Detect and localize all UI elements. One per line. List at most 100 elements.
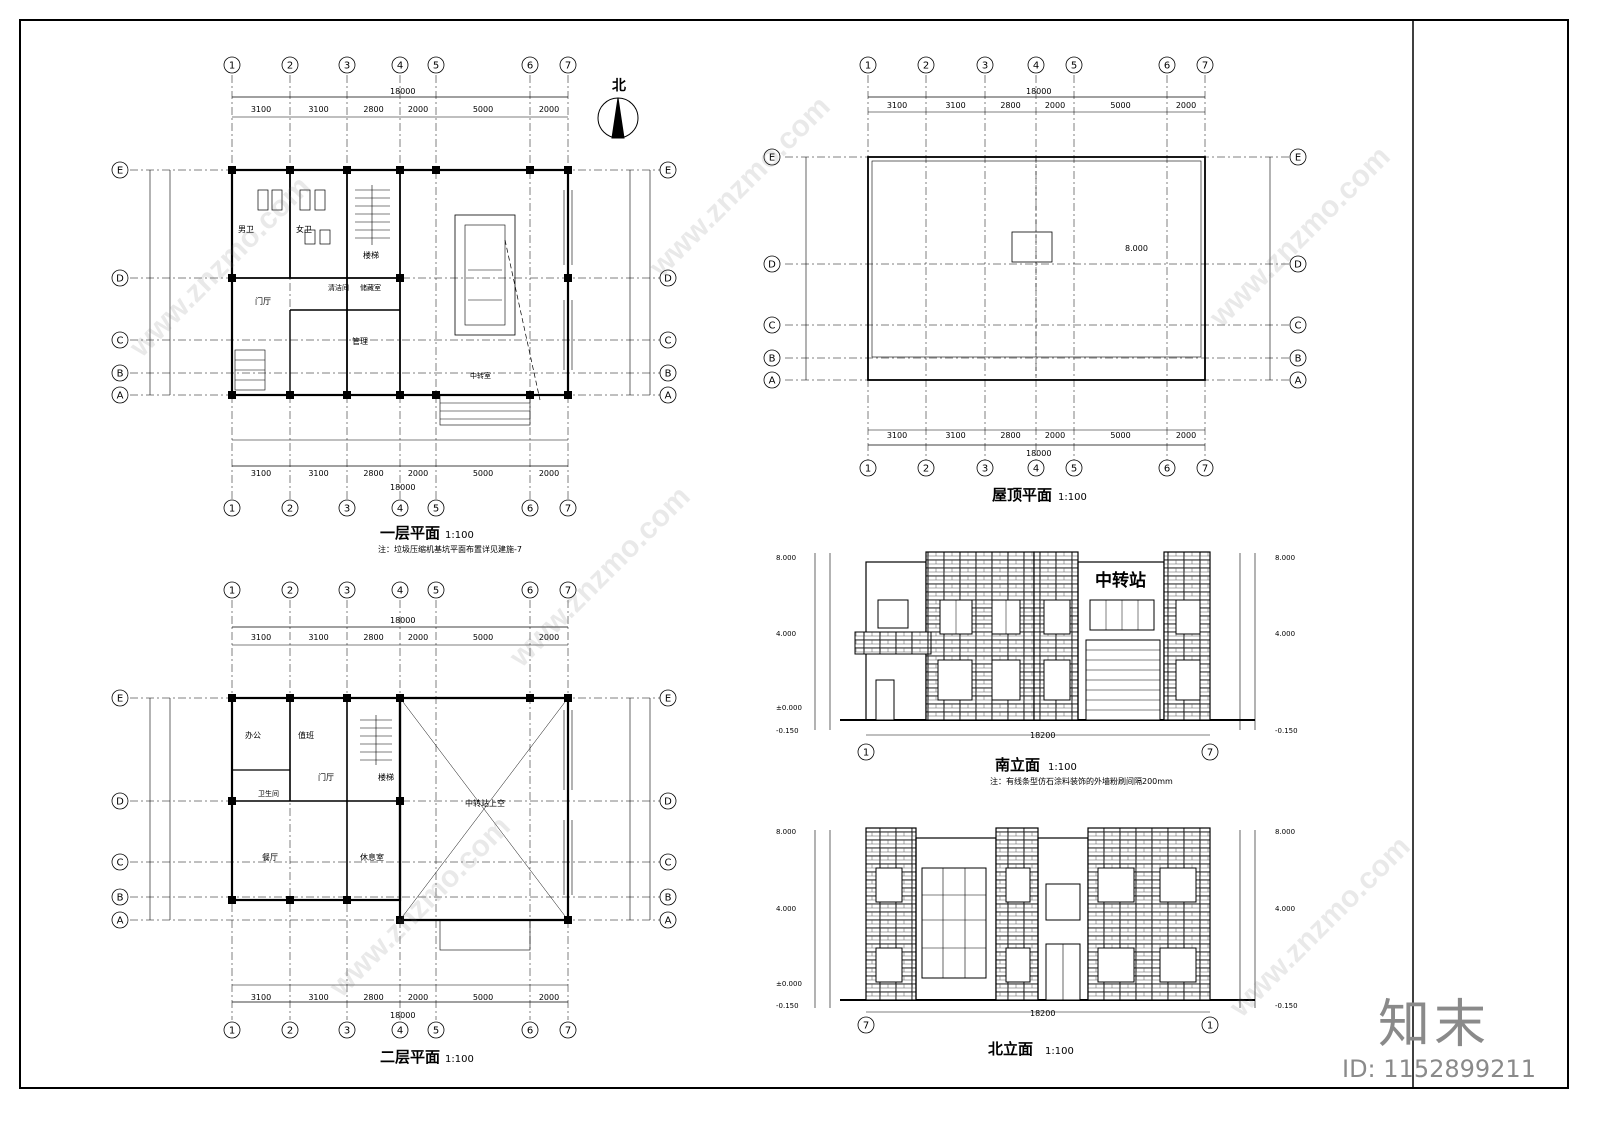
- axis-bubble: [763, 371, 781, 389]
- north-arrow-label: 北: [612, 78, 626, 94]
- south-elevation-width: 18200: [1030, 731, 1055, 740]
- south-elevation: [814, 551, 1256, 736]
- first-floor-total-dim: 18000: [390, 87, 415, 96]
- axis-bubble: [559, 1021, 577, 1039]
- sheet-border: [19, 19, 1569, 1089]
- axis-label: 6: [527, 586, 533, 597]
- axis-label: 4: [397, 504, 403, 515]
- south-elevation-title: 南立面: [995, 756, 1040, 774]
- dimension-text: 3100: [308, 469, 328, 478]
- dimension-text: 2000: [408, 633, 428, 642]
- dimension-text: 3100: [887, 101, 907, 110]
- room-label: 卫生间: [258, 789, 279, 798]
- axis-label: 4: [1033, 61, 1039, 72]
- axis-bubble: [223, 499, 241, 517]
- axis-label: C: [117, 336, 124, 347]
- axis-bubble: [338, 499, 356, 517]
- north-elevation: [814, 827, 1256, 1013]
- dimension-text: 3100: [308, 633, 328, 642]
- axis-label: B: [117, 893, 124, 904]
- axis-bubble: [763, 255, 781, 273]
- room-label: 清洁间: [328, 283, 349, 292]
- axis-label: A: [117, 391, 124, 402]
- second-floor-total-dim-bottom: 18000: [390, 1011, 415, 1020]
- roof-plan: [785, 75, 1290, 460]
- axis-label: 7: [863, 1021, 869, 1032]
- axis-label: E: [665, 694, 671, 705]
- axis-label: 7: [565, 586, 571, 597]
- axis-bubble: [521, 499, 539, 517]
- axis-bubble: [659, 911, 677, 929]
- dimension-text: 2000: [539, 105, 559, 114]
- dimension-text: 2800: [363, 469, 383, 478]
- first-floor-plan: [130, 75, 670, 500]
- axis-label: 6: [1164, 464, 1170, 475]
- axis-label: 3: [344, 586, 350, 597]
- axis-label: 5: [433, 61, 439, 72]
- axis-bubble: [659, 689, 677, 707]
- axis-bubble: [1289, 255, 1307, 273]
- axis-bubbles: 1111222233334444555566667777112233445566…: [111, 56, 1307, 1039]
- axis-label: D: [664, 797, 672, 808]
- axis-label: A: [665, 916, 672, 927]
- axis-label: 5: [433, 586, 439, 597]
- axis-label: 5: [433, 504, 439, 515]
- dimension-text: 3100: [251, 633, 271, 642]
- axis-label: 1: [229, 586, 235, 597]
- axis-label: 7: [565, 61, 571, 72]
- axis-label: 2: [923, 61, 929, 72]
- axis-bubble: [111, 792, 129, 810]
- axis-label: C: [665, 858, 672, 869]
- axis-bubble: [1196, 459, 1214, 477]
- axis-bubble: [1158, 459, 1176, 477]
- dimension-text: 5000: [473, 105, 493, 114]
- axis-bubble: [338, 1021, 356, 1039]
- axis-bubble: [1158, 56, 1176, 74]
- axis-bubble: [763, 349, 781, 367]
- dimension-text: 2800: [363, 633, 383, 642]
- axis-bubble: [1027, 459, 1045, 477]
- axis-label: C: [769, 321, 776, 332]
- level-mark: -0.150: [776, 727, 799, 735]
- axis-bubble: [521, 1021, 539, 1039]
- axis-bubble: [559, 56, 577, 74]
- axis-bubble: [917, 459, 935, 477]
- axis-bubble: [1201, 743, 1219, 761]
- dimension-text: 5000: [473, 633, 493, 642]
- dimension-text: 5000: [1110, 431, 1130, 440]
- south-elevation-note: 注：有线条型仿石涂料装饰的外墙粉刷间隔200mm: [990, 776, 1173, 786]
- level-mark: -0.150: [776, 1002, 799, 1010]
- axis-bubble: [1289, 349, 1307, 367]
- dimension-text: 2000: [539, 633, 559, 642]
- dimension-text: 2800: [1000, 431, 1020, 440]
- dimension-text: 2000: [539, 993, 559, 1002]
- room-label: 中转室: [470, 371, 491, 380]
- axis-label: 3: [344, 504, 350, 515]
- axis-bubble: [427, 499, 445, 517]
- axis-bubble: [659, 269, 677, 287]
- axis-bubble: [859, 56, 877, 74]
- dimension-text: 2000: [408, 105, 428, 114]
- dimension-text: 2000: [408, 469, 428, 478]
- level-mark: 4.000: [1275, 905, 1295, 913]
- axis-bubble: [281, 56, 299, 74]
- logo-mark: 知末: [1378, 995, 1491, 1055]
- axis-bubble: [976, 56, 994, 74]
- axis-bubble: [659, 853, 677, 871]
- axis-bubble: [1201, 1016, 1219, 1034]
- axis-bubble: [559, 499, 577, 517]
- roof-total-dim-bottom: 18000: [1026, 449, 1051, 458]
- axis-label: E: [1295, 153, 1301, 164]
- axis-bubble: [427, 1021, 445, 1039]
- axis-label: 6: [1164, 61, 1170, 72]
- second-floor-scale: 1:100: [445, 1054, 474, 1065]
- first-floor-note: 注：垃圾压缩机基坑平面布置详见建施-7: [378, 544, 522, 554]
- axis-label: D: [116, 274, 124, 285]
- axis-label: 4: [1033, 464, 1039, 475]
- axis-label: 1: [865, 464, 871, 475]
- dimension-text: 3100: [945, 431, 965, 440]
- axis-label: B: [1295, 354, 1302, 365]
- dimension-text: 3100: [251, 469, 271, 478]
- roof-level: 8.000: [1125, 244, 1148, 253]
